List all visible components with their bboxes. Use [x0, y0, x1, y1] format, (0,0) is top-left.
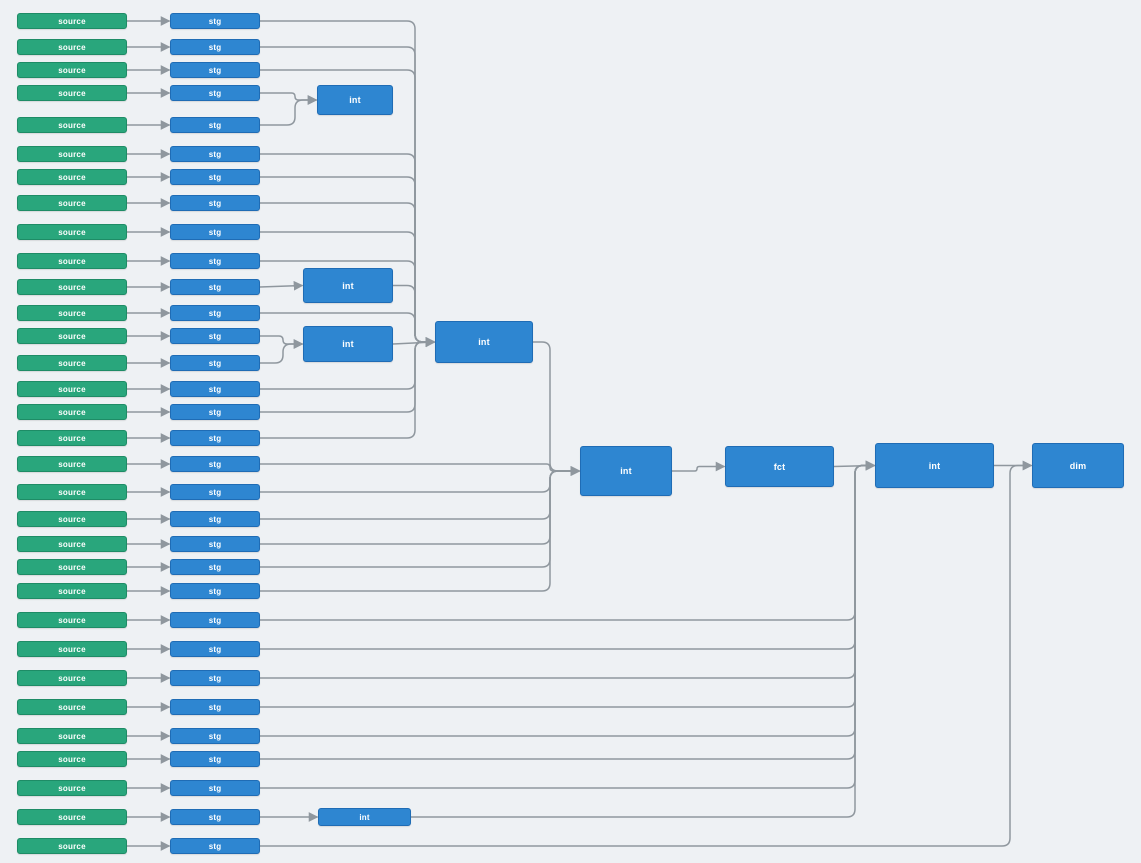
node-stg-9[interactable]: stg: [170, 224, 260, 240]
edge-stg-26-int-6: [259, 460, 876, 679]
node-source-22[interactable]: source: [17, 559, 127, 575]
node-int-2[interactable]: int: [303, 268, 393, 303]
node-source-24[interactable]: source: [17, 612, 127, 628]
edge-int-2-int-4: [392, 284, 436, 347]
node-stg-8[interactable]: stg: [170, 195, 260, 211]
node-source-14[interactable]: source: [17, 355, 127, 371]
edge-stg-28-int-6: [259, 460, 876, 737]
node-stg-30[interactable]: stg: [170, 780, 260, 796]
node-source-27[interactable]: source: [17, 699, 127, 715]
edge-stg-14-int-3: [259, 339, 304, 364]
node-stg-24[interactable]: stg: [170, 612, 260, 628]
node-stg-12[interactable]: stg: [170, 305, 260, 321]
edge-stg-6-int-4: [259, 153, 436, 347]
node-stg-27[interactable]: stg: [170, 699, 260, 715]
node-source-17[interactable]: source: [17, 430, 127, 446]
node-stg-28[interactable]: stg: [170, 728, 260, 744]
edge-stg-32-dim-1: [259, 460, 1033, 847]
node-stg-32[interactable]: stg: [170, 838, 260, 854]
edge-stg-7-int-4: [259, 176, 436, 347]
edge-stg-29-int-6: [259, 460, 876, 760]
edge-stg-11-int-2: [259, 280, 304, 291]
node-stg-4[interactable]: stg: [170, 85, 260, 101]
node-source-29[interactable]: source: [17, 751, 127, 767]
node-source-12[interactable]: source: [17, 305, 127, 321]
node-stg-6[interactable]: stg: [170, 146, 260, 162]
edge-stg-21-int-5: [259, 466, 581, 545]
node-stg-7[interactable]: stg: [170, 169, 260, 185]
node-stg-5[interactable]: stg: [170, 117, 260, 133]
node-source-23[interactable]: source: [17, 583, 127, 599]
node-stg-3[interactable]: stg: [170, 62, 260, 78]
node-int-6[interactable]: int: [875, 443, 994, 488]
node-source-4[interactable]: source: [17, 85, 127, 101]
node-source-2[interactable]: source: [17, 39, 127, 55]
edge-int-7-int-6: [410, 460, 876, 818]
node-stg-25[interactable]: stg: [170, 641, 260, 657]
node-source-32[interactable]: source: [17, 838, 127, 854]
node-source-16[interactable]: source: [17, 404, 127, 420]
node-source-10[interactable]: source: [17, 253, 127, 269]
node-source-19[interactable]: source: [17, 484, 127, 500]
node-stg-10[interactable]: stg: [170, 253, 260, 269]
node-source-20[interactable]: source: [17, 511, 127, 527]
node-stg-20[interactable]: stg: [170, 511, 260, 527]
node-source-26[interactable]: source: [17, 670, 127, 686]
node-source-1[interactable]: source: [17, 13, 127, 29]
node-stg-16[interactable]: stg: [170, 404, 260, 420]
node-int-3[interactable]: int: [303, 326, 393, 362]
node-source-9[interactable]: source: [17, 224, 127, 240]
edge-stg-18-int-5: [259, 463, 581, 476]
node-stg-29[interactable]: stg: [170, 751, 260, 767]
node-stg-18[interactable]: stg: [170, 456, 260, 472]
node-int-7[interactable]: int: [318, 808, 411, 826]
node-stg-22[interactable]: stg: [170, 559, 260, 575]
node-source-31[interactable]: source: [17, 809, 127, 825]
node-stg-21[interactable]: stg: [170, 536, 260, 552]
node-stg-19[interactable]: stg: [170, 484, 260, 500]
node-stg-1[interactable]: stg: [170, 13, 260, 29]
node-source-13[interactable]: source: [17, 328, 127, 344]
node-stg-14[interactable]: stg: [170, 355, 260, 371]
node-stg-23[interactable]: stg: [170, 583, 260, 599]
node-stg-11[interactable]: stg: [170, 279, 260, 295]
node-source-3[interactable]: source: [17, 62, 127, 78]
node-source-7[interactable]: source: [17, 169, 127, 185]
node-source-6[interactable]: source: [17, 146, 127, 162]
node-source-5[interactable]: source: [17, 117, 127, 133]
edge-stg-13-int-3: [259, 335, 304, 349]
edge-int-5-fct-1: [671, 461, 726, 472]
node-dim-1[interactable]: dim: [1032, 443, 1124, 488]
node-source-8[interactable]: source: [17, 195, 127, 211]
node-int-1[interactable]: int: [317, 85, 393, 115]
node-stg-26[interactable]: stg: [170, 670, 260, 686]
edge-stg-20-int-5: [259, 466, 581, 520]
node-source-11[interactable]: source: [17, 279, 127, 295]
edge-stg-25-int-6: [259, 460, 876, 650]
edge-stg-23-int-5: [259, 466, 581, 592]
edge-stg-19-int-5: [259, 466, 581, 493]
node-stg-2[interactable]: stg: [170, 39, 260, 55]
edge-stg-4-int-1: [259, 92, 318, 105]
node-source-18[interactable]: source: [17, 456, 127, 472]
node-int-5[interactable]: int: [580, 446, 672, 496]
edge-int-4-int-5: [532, 341, 581, 476]
node-stg-31[interactable]: stg: [170, 809, 260, 825]
node-fct-1[interactable]: fct: [725, 446, 834, 487]
node-stg-15[interactable]: stg: [170, 381, 260, 397]
edge-stg-30-int-6: [259, 460, 876, 789]
node-source-15[interactable]: source: [17, 381, 127, 397]
node-source-30[interactable]: source: [17, 780, 127, 796]
node-stg-17[interactable]: stg: [170, 430, 260, 446]
edge-int-3-int-4: [392, 337, 436, 348]
node-source-25[interactable]: source: [17, 641, 127, 657]
edge-stg-24-int-6: [259, 460, 876, 621]
edge-stg-5-int-1: [259, 95, 318, 126]
node-stg-13[interactable]: stg: [170, 328, 260, 344]
node-source-21[interactable]: source: [17, 536, 127, 552]
node-source-28[interactable]: source: [17, 728, 127, 744]
node-int-4[interactable]: int: [435, 321, 533, 363]
edge-stg-27-int-6: [259, 460, 876, 708]
